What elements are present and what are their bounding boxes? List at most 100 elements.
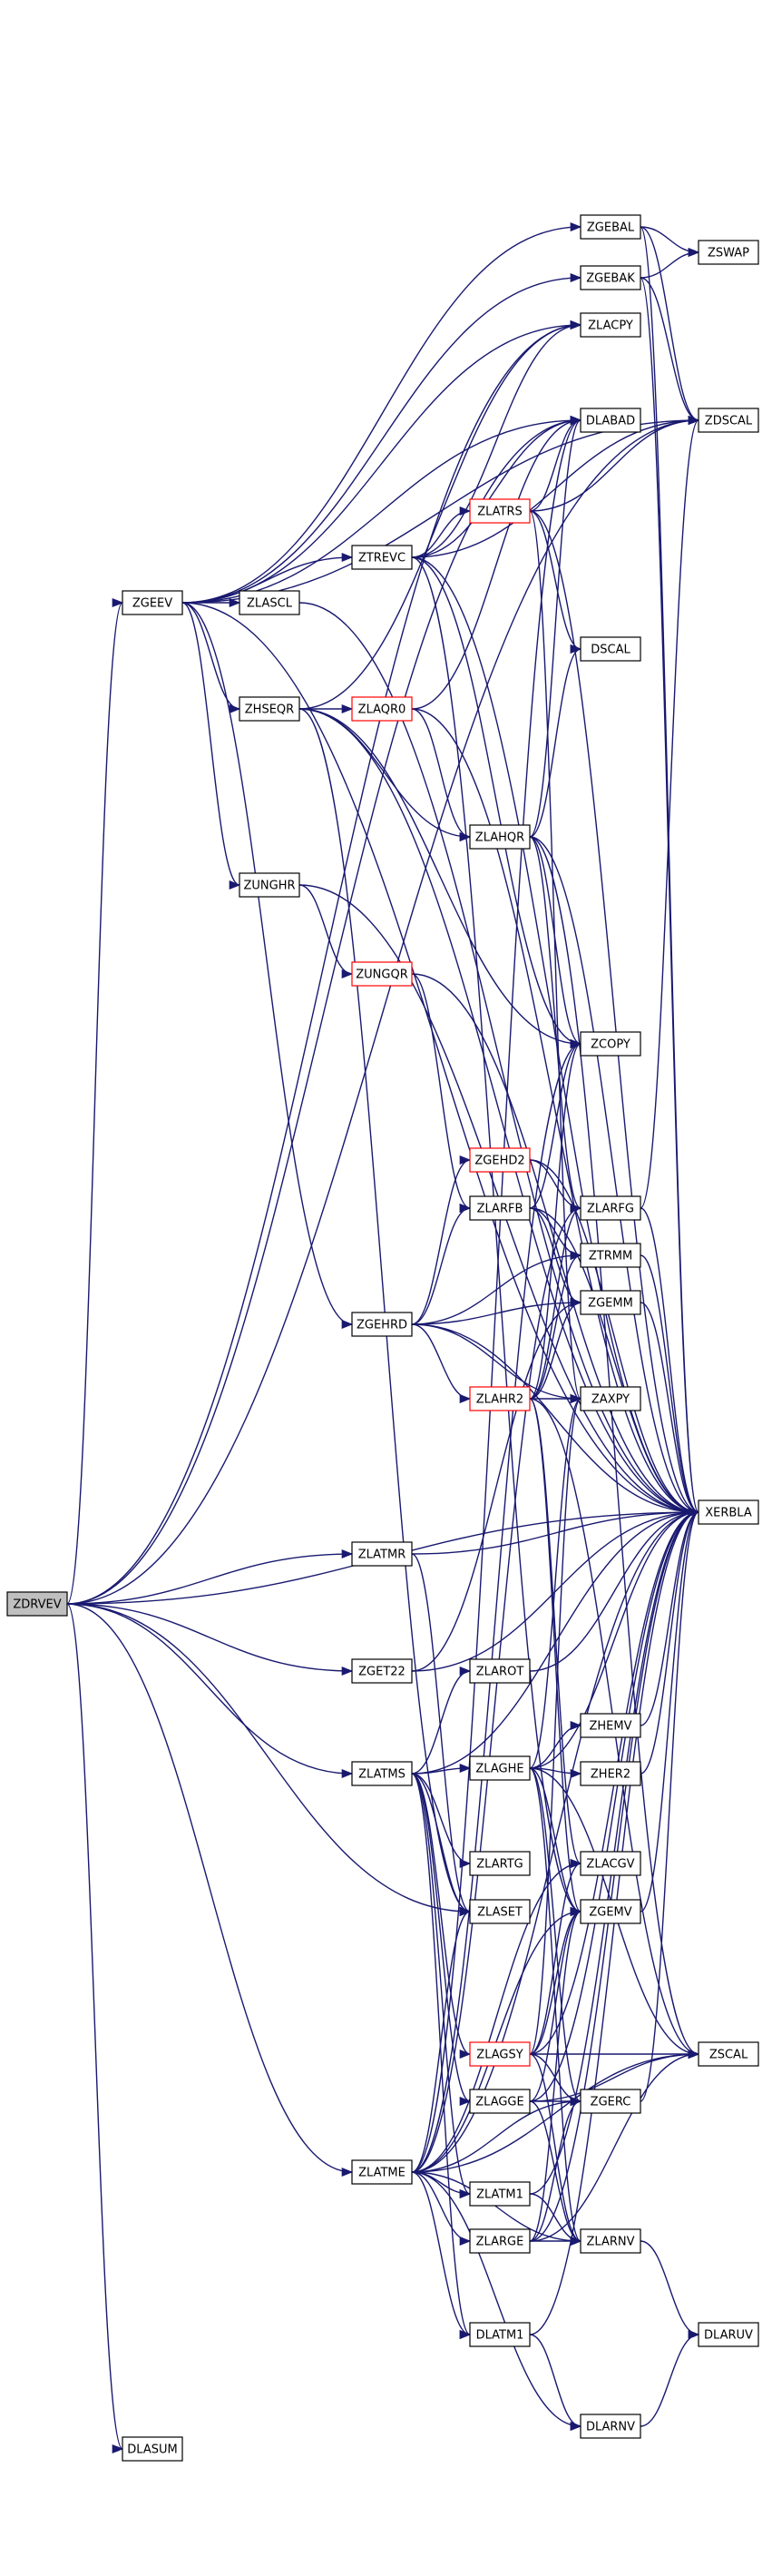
node-zlatme[interactable]: ZLATME	[351, 2159, 413, 2185]
node-zlarge[interactable]: ZLARGE	[469, 2228, 531, 2254]
edge-zgeev-to-zgebal	[181, 221, 582, 604]
edge-zlagsy-to-zaxpy	[529, 1394, 582, 2055]
node-zaxpy[interactable]: ZAXPY	[580, 1386, 641, 1411]
node-zgeev[interactable]: ZGEEV	[122, 590, 183, 615]
node-label-zgemm: ZGEMM	[588, 1297, 633, 1311]
node-ztrevc[interactable]: ZTREVC	[351, 545, 413, 570]
node-zlaqr0[interactable]: ZLAQR0	[351, 696, 413, 722]
edge-zlaqr0-to-xerbla	[411, 708, 700, 1517]
node-zhseqr[interactable]: ZHSEQR	[239, 696, 300, 722]
node-zswap[interactable]: ZSWAP	[698, 240, 759, 265]
node-zgehd2[interactable]: ZGEHD2	[469, 1147, 531, 1173]
edge-zlatms-to-zlagsy	[411, 1773, 472, 2059]
node-zlarot[interactable]: ZLAROT	[469, 1658, 531, 1684]
node-label-xerbla: XERBLA	[705, 1507, 752, 1520]
node-zgemv[interactable]: ZGEMV	[580, 1899, 641, 1924]
node-dlarnv[interactable]: DLARNV	[580, 2414, 641, 2439]
node-box-zhseqr	[239, 696, 300, 722]
node-zlarnv[interactable]: ZLARNV	[580, 2228, 641, 2254]
node-label-zcopy: ZCOPY	[591, 1038, 630, 1052]
node-zhemv[interactable]: ZHEMV	[580, 1713, 641, 1738]
node-zget22[interactable]: ZGET22	[351, 1658, 413, 1684]
edge-zlatms-to-zlarot	[411, 1667, 472, 1775]
edge-zdrvev-to-zget22	[66, 1603, 354, 1676]
node-dlasum[interactable]: DLASUM	[122, 2436, 183, 2462]
node-box-dscal	[580, 636, 641, 662]
node-zlacgv[interactable]: ZLACGV	[580, 1851, 641, 1876]
node-zlahr2[interactable]: ZLAHR2	[469, 1386, 531, 1411]
node-zlarfb[interactable]: ZLARFB	[469, 1195, 531, 1221]
edge-zlatme-to-xerbla	[411, 1508, 700, 2173]
node-zdrvev[interactable]: ZDRVEV	[6, 1591, 68, 1617]
edge-zlarge-to-zscal	[529, 2049, 700, 2242]
node-zlascl[interactable]: ZLASCL	[239, 590, 300, 615]
edge-zgeev-to-zdscal	[181, 415, 700, 604]
node-zlartg[interactable]: ZLARTG	[469, 1851, 531, 1876]
node-zgebak[interactable]: ZGEBAK	[580, 265, 641, 290]
node-zgebal[interactable]: ZGEBAL	[580, 214, 641, 240]
edge-zlahqr-to-dlabad	[529, 416, 582, 838]
edge-zlatrs-to-dlabad	[529, 416, 582, 512]
node-box-ztrmm	[580, 1243, 641, 1268]
node-zdscal[interactable]: ZDSCAL	[698, 408, 759, 433]
edge-zlatme-to-dlarnv	[411, 2171, 582, 2432]
edge-zlarnv-to-dlaruv	[640, 2240, 700, 2339]
node-zgemm[interactable]: ZGEMM	[580, 1290, 641, 1315]
node-zlatmr[interactable]: ZLATMR	[351, 1541, 413, 1567]
node-zher2[interactable]: ZHER2	[580, 1761, 641, 1786]
node-dscal[interactable]: DSCAL	[580, 636, 641, 662]
edge-dlatm1-to-dlarnv	[529, 2334, 582, 2431]
node-zscal[interactable]: ZSCAL	[698, 2041, 759, 2067]
edge-zgehrd-to-zgehd2	[411, 1155, 472, 1325]
edge-zgehrd-to-xerbla	[411, 1323, 700, 1518]
edge-zlatme-to-zlaset	[411, 1907, 472, 2173]
node-zlatrs[interactable]: ZLATRS	[469, 498, 531, 524]
node-zlarfg[interactable]: ZLARFG	[580, 1195, 641, 1221]
node-box-zunghr	[239, 872, 300, 898]
node-label-zgeev: ZGEEV	[132, 597, 172, 611]
node-box-zlarfb	[469, 1195, 531, 1221]
edge-zgebal-to-zswap	[640, 226, 700, 258]
node-zlaghe[interactable]: ZLAGHE	[469, 1755, 531, 1781]
node-zlagsy[interactable]: ZLAGSY	[469, 2041, 531, 2067]
edge-ztrevc-to-xerbla	[411, 556, 700, 1517]
edge-zlahqr-to-zcopy	[529, 836, 582, 1048]
node-zgerc[interactable]: ZGERC	[580, 2089, 641, 2114]
node-zlatms[interactable]: ZLATMS	[351, 1761, 413, 1786]
node-dlaruv[interactable]: DLARUV	[698, 2322, 759, 2347]
nodes-layer: ZDRVEV ZGEEV ZLASCL ZTREVC ZHSEQR ZUNGHR ZGEBA…	[6, 214, 759, 2462]
node-zlaset[interactable]: ZLASET	[469, 1899, 531, 1924]
node-zunghr[interactable]: ZUNGHR	[239, 872, 300, 898]
node-box-zgemm	[580, 1290, 641, 1315]
node-xerbla[interactable]: XERBLA	[698, 1499, 759, 1525]
node-zungqr[interactable]: ZUNGQR	[351, 961, 413, 987]
node-label-zunghr: ZUNGHR	[243, 880, 295, 893]
edge-zlahqr-to-zscal	[529, 836, 700, 2059]
node-box-zher2	[580, 1761, 641, 1786]
node-label-zlarot: ZLAROT	[476, 1666, 524, 1679]
node-zlacpy[interactable]: ZLACPY	[580, 312, 641, 338]
edge-zungqr-to-xerbla	[411, 973, 700, 1517]
node-zgehrd[interactable]: ZGEHRD	[351, 1312, 413, 1337]
node-box-zlatme	[351, 2159, 413, 2185]
edge-zlatme-to-zcopy	[411, 1039, 582, 2173]
edge-zhseqr-to-zlacpy	[298, 320, 582, 710]
node-ztrmm[interactable]: ZTRMM	[580, 1243, 641, 1268]
node-box-dlabad	[580, 408, 641, 433]
edge-zhseqr-to-zcopy	[298, 708, 582, 1049]
edge-zhseqr-to-zlaset	[298, 708, 472, 1916]
node-zlagge[interactable]: ZLAGGE	[469, 2089, 531, 2114]
node-box-zlahqr	[469, 824, 531, 850]
node-box-zgehrd	[351, 1312, 413, 1337]
node-box-zlacpy	[580, 312, 641, 338]
node-zcopy[interactable]: ZCOPY	[580, 1031, 641, 1057]
edge-zlaqr0-to-dlabad	[411, 416, 582, 710]
node-zlatm1[interactable]: ZLATM1	[469, 2181, 531, 2207]
node-dlatm1[interactable]: DLATM1	[469, 2322, 531, 2347]
node-dlabad[interactable]: DLABAD	[580, 408, 641, 433]
node-zlahqr[interactable]: ZLAHQR	[469, 824, 531, 850]
node-box-dlaruv	[698, 2322, 759, 2347]
node-label-zlahqr: ZLAHQR	[475, 831, 524, 845]
node-box-zgerc	[580, 2089, 641, 2114]
